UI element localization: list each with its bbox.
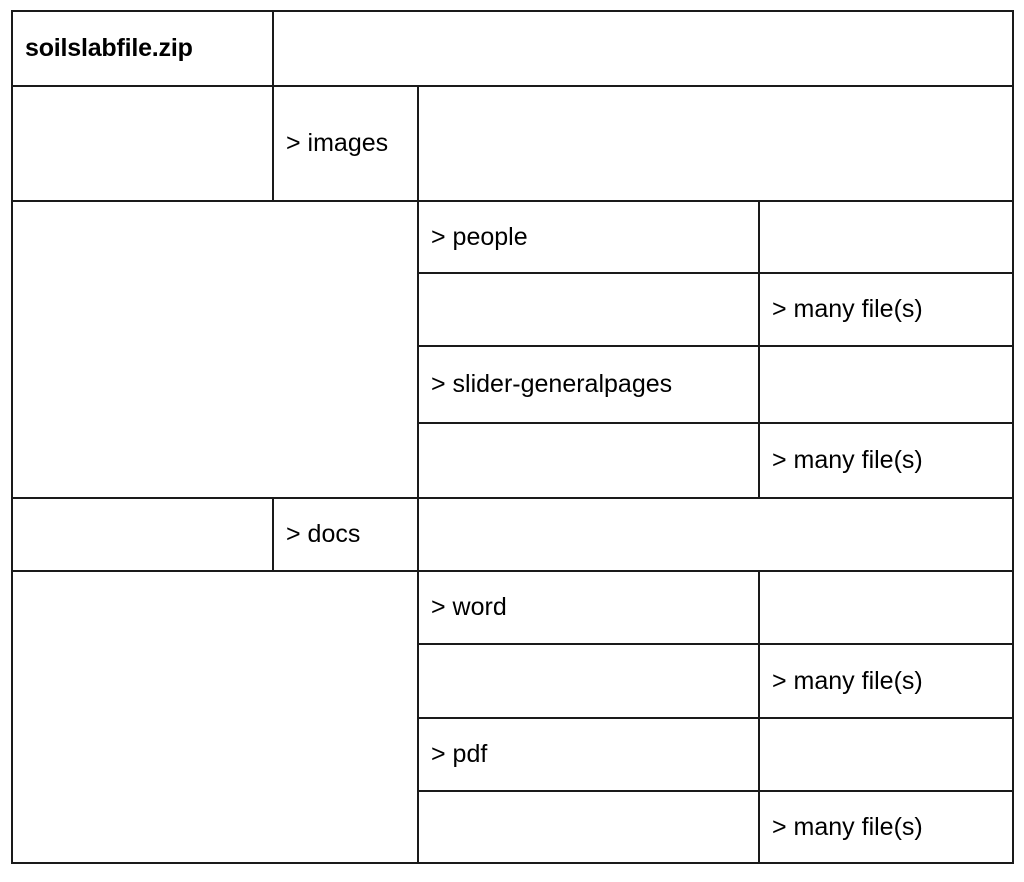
folder-label-slider-generalpages: > slider-generalpages: [431, 370, 673, 399]
spacer-cell-row-docs-col1: [11, 497, 274, 572]
spacer-cell-row2-col1: [11, 85, 274, 202]
spacer-cell-word-files-left: [417, 643, 760, 719]
table-row: > word: [11, 570, 1015, 864]
files-label-slider-generalpages: > many file(s): [772, 446, 923, 475]
folder-label-people: > people: [431, 222, 528, 251]
table-row: > pdf: [12, 717, 1015, 792]
table-row: soilslabfile.zip: [11, 10, 1015, 87]
archive-root-cell[interactable]: soilslabfile.zip: [11, 10, 274, 87]
table-row: > many file(s): [12, 643, 1015, 719]
spacer-cell-row1: [271, 10, 1015, 87]
folder-cell-slider-generalpages[interactable]: > slider-generalpages: [417, 345, 760, 424]
spacer-block-images-children: [11, 200, 419, 499]
files-cell-pdf[interactable]: > many file(s): [757, 790, 1015, 864]
files-label-pdf: > many file(s): [772, 812, 923, 841]
table-row: > images: [11, 85, 1015, 202]
archive-root-label: soilslabfile.zip: [25, 34, 193, 63]
folder-cell-docs[interactable]: > docs: [272, 497, 419, 572]
spacer-block-docs-children: [11, 570, 419, 864]
files-cell-word[interactable]: > many file(s): [757, 643, 1015, 719]
folder-cell-people[interactable]: > people: [417, 200, 760, 274]
files-label-people: > many file(s): [772, 295, 923, 324]
archive-tree-table: soilslabfile.zip > images > people: [11, 10, 1015, 864]
folder-cell-word[interactable]: > word: [417, 570, 760, 645]
table-row: > many file(s): [12, 790, 1015, 864]
spacer-cell-pdf-right: [757, 717, 1015, 792]
spacer-cell-word-right: [757, 570, 1015, 645]
files-cell-slider-generalpages[interactable]: > many file(s): [757, 422, 1015, 499]
files-cell-people[interactable]: > many file(s): [757, 272, 1015, 347]
table-row: > docs: [11, 497, 1015, 572]
spacer-cell-pdf-files-left: [417, 790, 760, 864]
files-label-word: > many file(s): [772, 666, 923, 695]
spacer-cell-slider-right: [757, 345, 1015, 424]
table-row: > many file(s): [12, 272, 1015, 347]
table-row: > slider-generalpages: [12, 345, 1015, 424]
spacer-cell-people-right: [757, 200, 1015, 274]
folder-cell-pdf[interactable]: > pdf: [417, 717, 760, 792]
spacer-cell-people-files-left: [417, 272, 760, 347]
folder-label-images: > images: [286, 129, 389, 158]
folder-label-pdf: > pdf: [431, 740, 488, 769]
folder-cell-images[interactable]: > images: [272, 85, 419, 202]
folder-label-docs: > docs: [286, 520, 361, 549]
spacer-cell-row2-right: [416, 85, 1015, 202]
table-row: > people: [11, 200, 1015, 499]
spacer-cell-docs-right: [416, 497, 1015, 572]
spacer-cell-slider-files-left: [417, 422, 760, 499]
folder-label-word: > word: [431, 593, 507, 622]
table-row: > many file(s): [12, 422, 1015, 499]
